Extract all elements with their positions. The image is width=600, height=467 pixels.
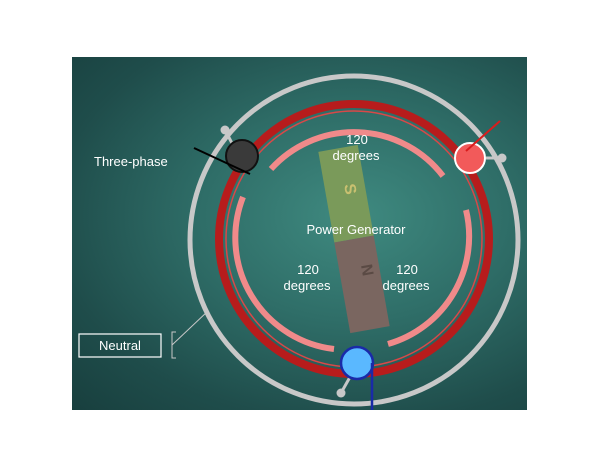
neutral-callout-line [171,310,209,346]
center-label: Power Generator [307,222,407,237]
left-angle-value: 120 [297,262,319,277]
neutral-label: Neutral [99,338,141,353]
magnet-south-half [318,144,374,243]
three-phase-label: Three-phase [94,154,168,169]
right-angle-value: 120 [396,262,418,277]
generator-diagram: S N 120 degrees Power Generator 120 degr… [78,73,521,410]
magnet-north-half [334,235,390,334]
magnet-north-label: N [357,263,376,277]
connector-bottom [339,376,352,394]
rotor-magnet [318,144,390,334]
neutral-label-box [78,333,162,358]
phase-terminal-blue [339,345,375,381]
top-angle-unit: degrees [333,148,380,163]
right-angle-unit: degrees [383,278,430,293]
generator-diagram-slide: S N 120 degrees Power Generator 120 degr… [72,57,527,410]
phase-terminal-red [454,142,486,174]
top-winding-arc [268,129,446,178]
top-angle-value: 120 [346,132,368,147]
left-angle-unit: degrees [284,278,331,293]
right-winding-arc [387,209,473,347]
neutral-ring [187,73,521,407]
phase-lead-red [465,120,501,152]
magnet-south-label: S [340,182,359,196]
phase-terminal-dark [225,139,259,173]
phase-lead-dark [193,147,251,175]
inner-winding-arcs [232,129,473,352]
left-winding-arc [232,195,335,352]
